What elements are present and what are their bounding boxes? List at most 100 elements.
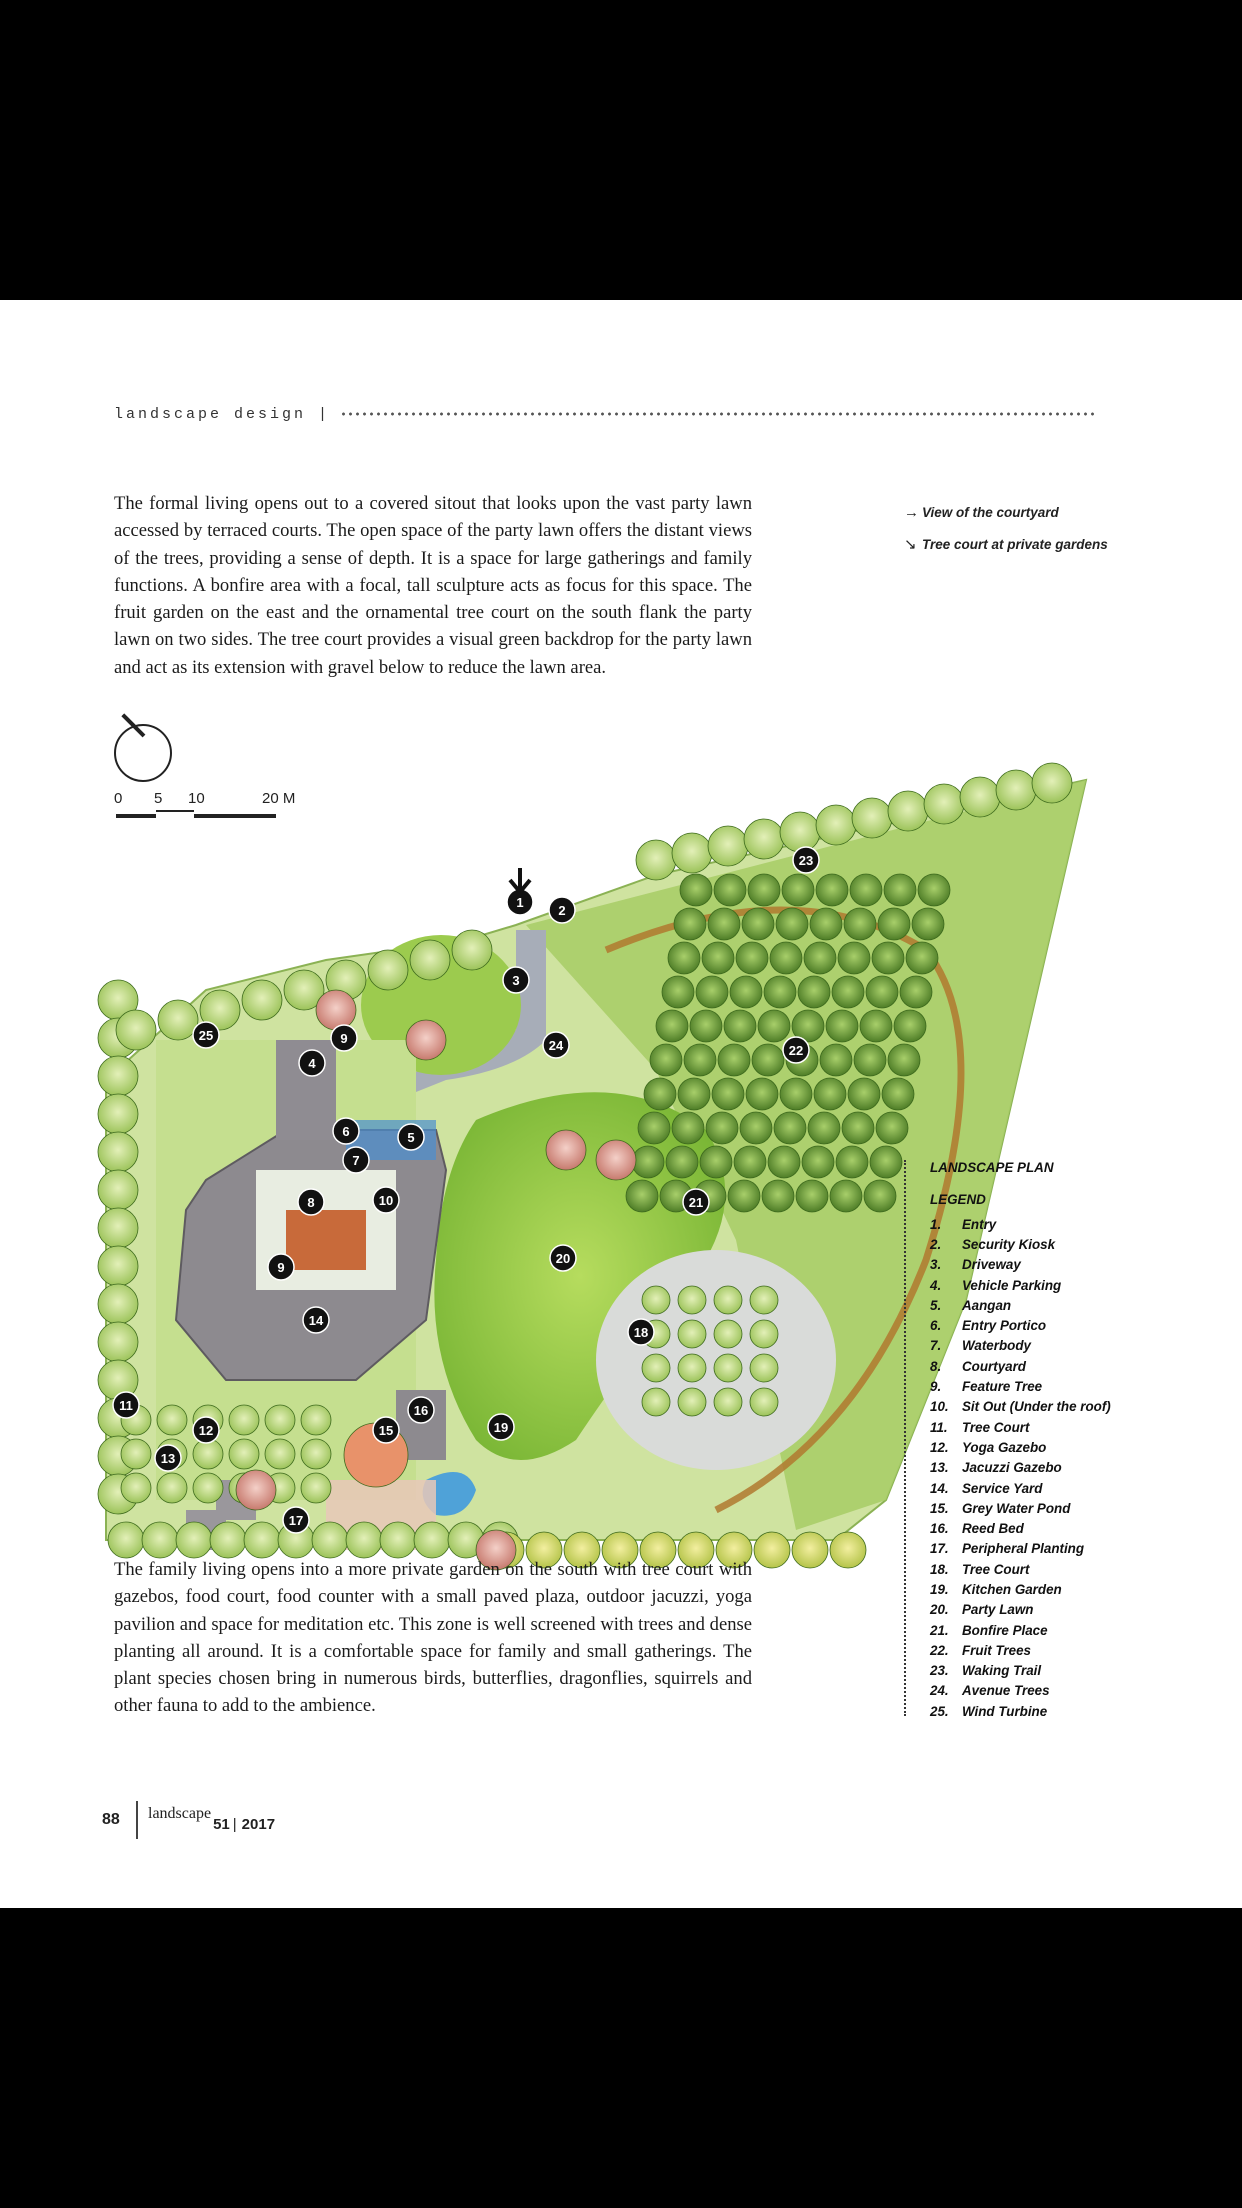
peripheral-tree: [791, 1531, 829, 1569]
peripheral-tree: [525, 1531, 563, 1569]
legend-item-number: 5.: [930, 1297, 942, 1313]
peripheral-tree: [563, 1531, 601, 1569]
section-header: landscape design |: [114, 404, 1094, 424]
entry-arrow-icon: [508, 868, 532, 896]
avenue-tree: [887, 790, 929, 832]
fruit-tree: [795, 1179, 829, 1213]
plan-marker-24: 24: [542, 1031, 570, 1059]
fruit-tree: [875, 1111, 909, 1145]
fruit-tree: [763, 975, 797, 1009]
tree-court-tree: [713, 1319, 743, 1349]
legend-item-number: 4.: [930, 1277, 942, 1293]
dotted-rule: [340, 412, 1094, 416]
tree-court-tree: [713, 1285, 743, 1315]
peripheral-tree: [379, 1521, 417, 1559]
page-footer: 88 landscape 51 | 2017: [102, 1800, 275, 1840]
legend-item: 10.Sit Out (Under the roof): [930, 1397, 1170, 1417]
legend-item-label: Grey Water Pond: [962, 1500, 1071, 1516]
fruit-tree: [865, 975, 899, 1009]
legend-item-number: 7.: [930, 1338, 942, 1354]
feature-tree: [235, 1469, 277, 1511]
north-arrow-icon: [114, 713, 172, 782]
legend-item-label: Security Kiosk: [962, 1236, 1056, 1252]
svg-text:21: 21: [689, 1195, 703, 1210]
avenue-tree: [995, 769, 1037, 811]
plan-marker-17: 17: [282, 1506, 310, 1534]
svg-text:9: 9: [340, 1031, 347, 1046]
legend-item: 14.Service Yard: [930, 1478, 1170, 1498]
svg-text:2: 2: [558, 903, 565, 918]
svg-text:4: 4: [308, 1056, 316, 1071]
peripheral-tree: [283, 969, 325, 1011]
legend-item-label: Yoga Gazebo: [962, 1439, 1047, 1455]
fruit-tree: [859, 1009, 893, 1043]
fruit-tree: [727, 1179, 761, 1213]
legend-item-label: Waterbody: [962, 1338, 1031, 1354]
peripheral-tree: [97, 1169, 139, 1211]
tree-court-tree: [228, 1404, 260, 1436]
svg-text:16: 16: [414, 1403, 428, 1418]
legend-item: 8.Courtyard: [930, 1356, 1170, 1376]
legend-item: 22.Fruit Trees: [930, 1640, 1170, 1660]
fruit-tree: [779, 1077, 813, 1111]
plan-marker-21: 21: [682, 1188, 710, 1216]
legend-item-label: Bonfire Place: [962, 1622, 1048, 1638]
peripheral-tree: [451, 929, 493, 971]
svg-text:18: 18: [634, 1325, 648, 1340]
tree-court-tree: [713, 1387, 743, 1417]
peripheral-tree: [97, 1321, 139, 1363]
issue-number: 51: [213, 1815, 230, 1833]
avenue-tree: [815, 804, 857, 846]
fruit-tree: [917, 873, 951, 907]
feature-tree: [595, 1139, 637, 1181]
feature-tree: [545, 1129, 587, 1171]
legend-item: 9.Feature Tree: [930, 1376, 1170, 1396]
fruit-tree: [673, 907, 707, 941]
legend-item: 3.Driveway: [930, 1255, 1170, 1275]
plan-marker-15: 15: [372, 1416, 400, 1444]
avenue-tree: [1031, 762, 1073, 804]
tree-court-tree: [713, 1353, 743, 1383]
scale-tick: 5: [154, 790, 163, 807]
avenue-tree: [851, 797, 893, 839]
legend-item-label: Waking Trail: [962, 1663, 1042, 1679]
legend-item-label: Jacuzzi Gazebo: [962, 1460, 1062, 1476]
scale-bar: 0 5 10 20 M: [114, 790, 304, 820]
legend-item-number: 23.: [930, 1663, 949, 1679]
fruit-tree: [775, 907, 809, 941]
plan-marker-6: 6: [332, 1117, 360, 1145]
peripheral-tree: [97, 1245, 139, 1287]
fruit-tree: [705, 1111, 739, 1145]
plan-marker-18: 18: [627, 1318, 655, 1346]
fruit-tree: [773, 1111, 807, 1145]
section-label: landscape design |: [114, 405, 331, 423]
tree-court-tree: [749, 1353, 779, 1383]
fruit-tree: [677, 1077, 711, 1111]
peripheral-tree: [107, 1521, 145, 1559]
legend-item-label: Driveway: [962, 1257, 1021, 1273]
feature-tree: [315, 989, 357, 1031]
tree-court-tree: [300, 1438, 332, 1470]
fruit-tree: [813, 1077, 847, 1111]
legend-item-number: 16.: [930, 1521, 949, 1537]
peripheral-tree: [97, 1131, 139, 1173]
peripheral-tree: [829, 1531, 867, 1569]
fruit-tree: [825, 1009, 859, 1043]
legend-item: 4.Vehicle Parking: [930, 1275, 1170, 1295]
tree-court-tree: [677, 1285, 707, 1315]
peripheral-tree: [241, 979, 283, 1021]
peripheral-tree: [601, 1531, 639, 1569]
scale-segment: [194, 814, 276, 818]
fruit-tree: [739, 1111, 773, 1145]
fruit-tree: [841, 1111, 875, 1145]
plan-marker-9: 9: [330, 1024, 358, 1052]
tree-court-tree: [192, 1472, 224, 1504]
tree-court-tree: [156, 1472, 188, 1504]
fruit-tree: [797, 975, 831, 1009]
fruit-tree: [887, 1043, 921, 1077]
legend-item-number: 21.: [930, 1622, 949, 1638]
fruit-tree: [877, 907, 911, 941]
walking-trail: [604, 906, 965, 1514]
tree-court-tree: [120, 1472, 152, 1504]
fruit-tree: [843, 907, 877, 941]
